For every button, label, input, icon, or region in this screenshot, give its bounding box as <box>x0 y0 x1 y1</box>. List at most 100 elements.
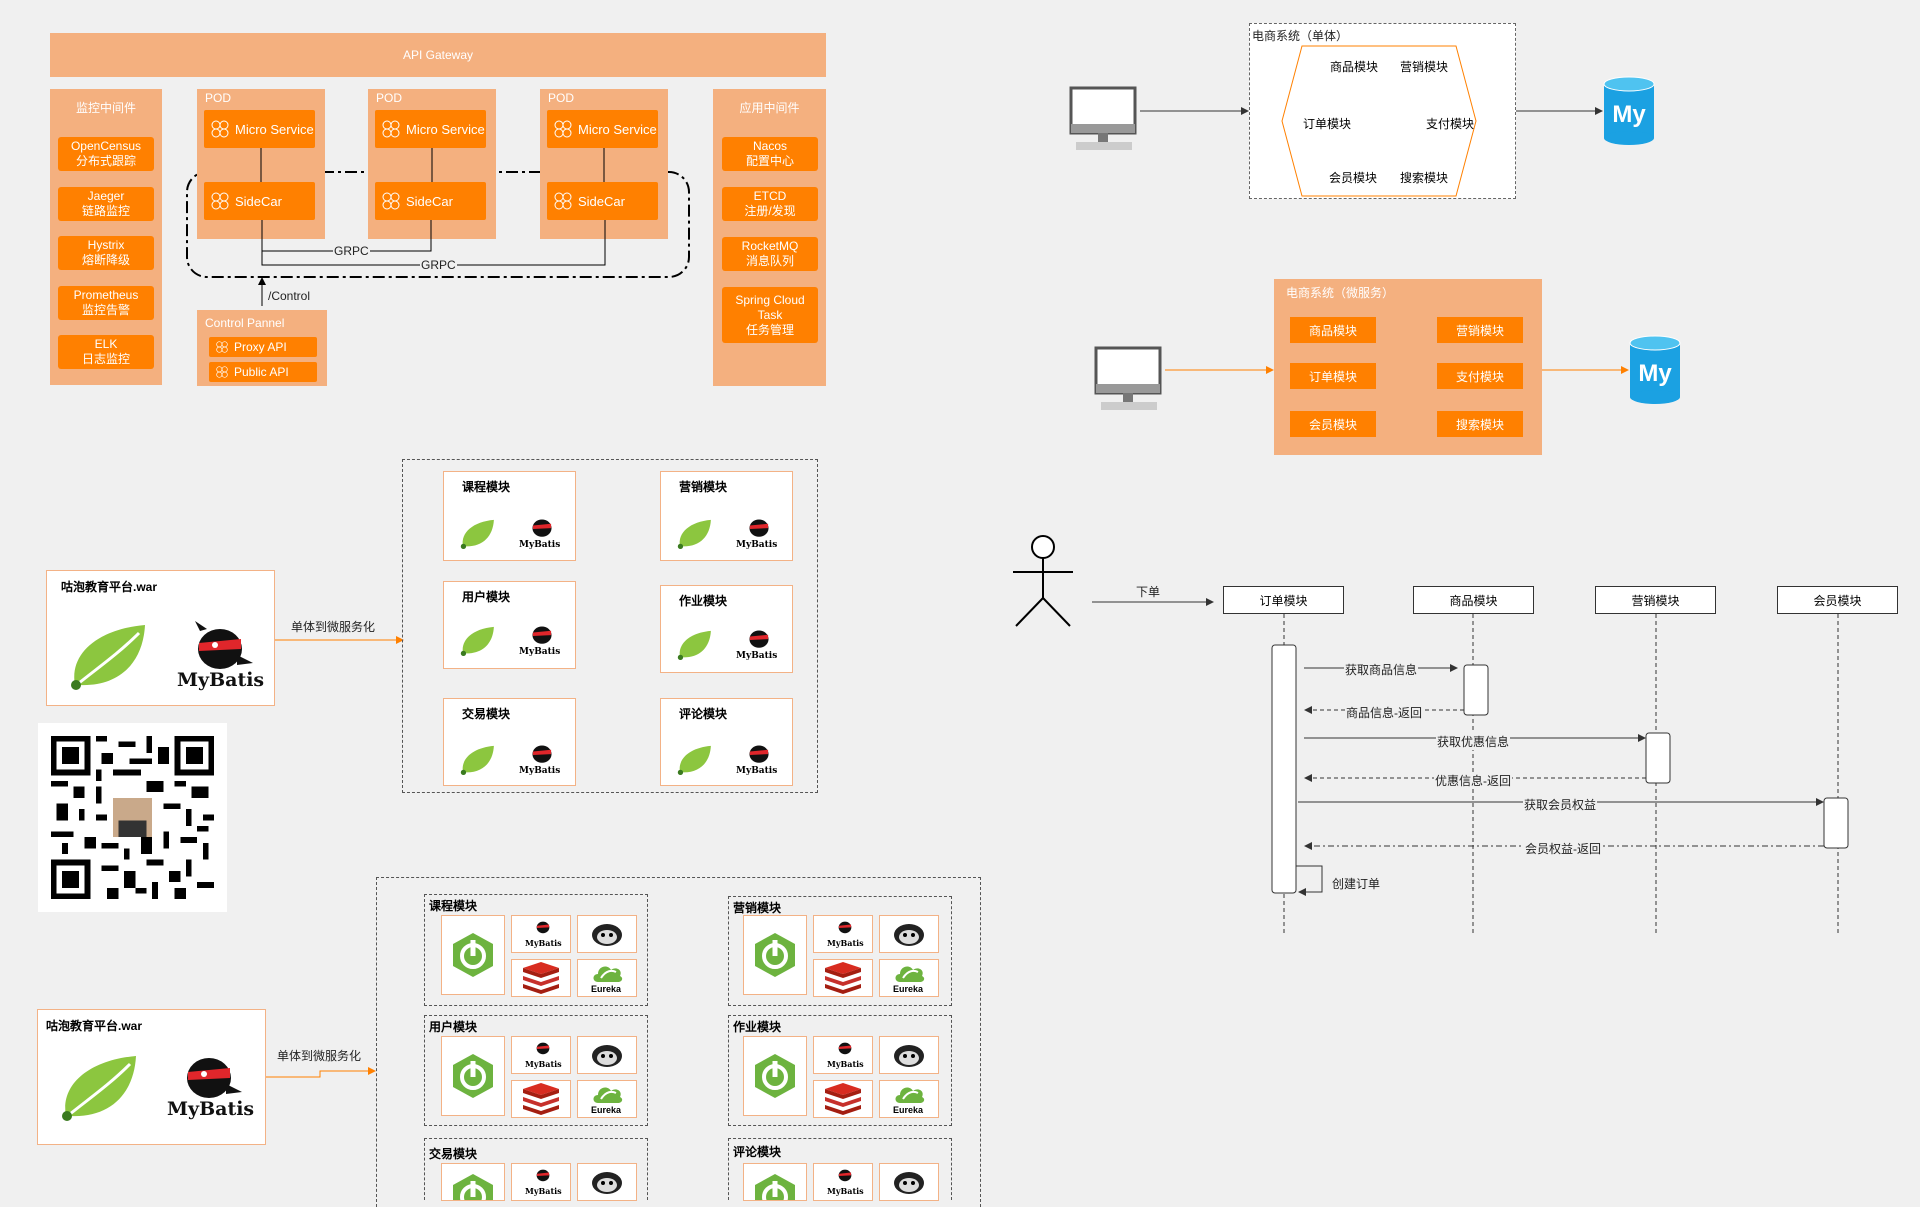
sequence-message: 获取商品信息 <box>1344 661 1419 678</box>
service-icon <box>554 120 572 138</box>
participant-box: 营销模块 <box>1595 586 1716 614</box>
service-icon <box>382 192 400 210</box>
grpc-label-2: GRPC <box>420 258 457 272</box>
module-card: 营销模块 MyBatis Eureka <box>728 896 952 1006</box>
mybatis-wordmark: MyBatis <box>177 669 265 691</box>
redis-icon <box>523 962 559 994</box>
monolith-module: 支付模块 <box>1426 117 1475 131</box>
pod-2: POD Micro Service SideCar <box>368 89 496 239</box>
war-arrow-label: 单体到微服务化 <box>277 1049 362 1063</box>
spring-boot-icon <box>755 1054 795 1098</box>
spring-leaf-icon <box>677 745 711 775</box>
module-card: 作业模块 MyBatis Eureka <box>728 1015 952 1126</box>
qr-code <box>38 723 227 912</box>
monolith-system: 电商系统（单体） 商品模块 营销模块 订单模块 支付模块 会员模块 搜索模块 <box>1249 23 1516 199</box>
pod-1: POD Micro Service SideCar <box>197 89 325 239</box>
module-grid-2 <box>376 877 981 1207</box>
spring-leaf-icon <box>460 519 494 549</box>
spring-leaf-icon <box>71 625 145 690</box>
war-arrow-label: 单体到微服务化 <box>291 620 376 634</box>
module-card: 用户模块 MyBatis <box>443 581 576 669</box>
mybatis-logo-icon <box>536 921 550 934</box>
module-title: 用户模块 <box>429 1020 478 1034</box>
mybatis-logo-icon <box>532 626 552 644</box>
monolith-module: 订单模块 <box>1303 117 1352 131</box>
eureka-tile: Eureka <box>577 1080 637 1118</box>
proxy-api: Proxy API <box>209 337 317 357</box>
eureka-wordmark: Eureka <box>893 984 924 994</box>
eureka-wordmark: Eureka <box>591 984 622 994</box>
sequence-message: 创建订单 <box>1332 877 1381 891</box>
war-package: 咕泡教育平台.war MyBatis <box>37 1009 266 1145</box>
mybatis-logo-icon <box>532 745 552 763</box>
spring-boot-icon <box>755 933 795 977</box>
redis-tile <box>813 959 873 997</box>
module-title: 营销模块 <box>679 480 728 494</box>
micro-module: 商品模块 <box>1290 317 1376 343</box>
mybatis-logo-icon <box>749 519 769 537</box>
module-title: 课程模块 <box>429 899 478 913</box>
micro-module: 支付模块 <box>1437 363 1523 389</box>
monolith-module: 营销模块 <box>1400 60 1449 74</box>
hystrix-tile <box>577 1036 637 1074</box>
eureka-cloud-icon <box>895 1087 925 1103</box>
hystrix-tile <box>879 1036 939 1074</box>
service-icon <box>211 192 229 210</box>
control-panel-title: Control Pannel <box>205 316 285 330</box>
hystrix-tile <box>879 1163 939 1201</box>
service-icon <box>216 341 228 353</box>
service-icon <box>216 366 228 378</box>
eureka-tile: Eureka <box>879 959 939 997</box>
app-mw-title: 应用中间件 <box>739 101 800 115</box>
monolith-title: 电商系统（单体） <box>1252 29 1349 43</box>
eureka-tile: Eureka <box>577 959 637 997</box>
mybatis-wordmark: MyBatis <box>525 1186 562 1196</box>
module-card: 课程模块 MyBatis <box>443 471 576 561</box>
public-api: Public API <box>209 362 317 382</box>
participant-box: 会员模块 <box>1777 586 1898 614</box>
spring-leaf-icon <box>677 519 711 549</box>
monolith-module: 搜索模块 <box>1400 171 1449 185</box>
redis-icon <box>825 962 861 994</box>
participant-box: 订单模块 <box>1223 586 1344 614</box>
micro-module: 营销模块 <box>1437 317 1523 343</box>
mysql-icon: My <box>1629 335 1681 404</box>
mybatis-wordmark: MyBatis <box>736 651 778 661</box>
hystrix-hedgehog-icon <box>592 1045 622 1067</box>
micro-system: 电商系统（微服务） 商品模块 营销模块 订单模块 支付模块 会员模块 搜索模块 <box>1274 279 1542 455</box>
monolith-module: 商品模块 <box>1330 60 1379 74</box>
micro-service: Micro Service <box>547 110 658 148</box>
module-title: 课程模块 <box>462 480 511 494</box>
mybatis-wordmark: MyBatis <box>167 1098 255 1120</box>
control-label: /Control <box>268 289 311 303</box>
module-card: 评论模块 MyBatis <box>728 1138 952 1201</box>
mybatis-logo-icon <box>838 1169 852 1182</box>
spring-boot-icon <box>453 1174 493 1200</box>
redis-tile <box>511 959 571 997</box>
mybatis-wordmark: MyBatis <box>519 766 561 776</box>
module-title: 交易模块 <box>462 707 511 721</box>
spring-leaf-icon <box>460 626 494 656</box>
war-title: 咕泡教育平台.war <box>61 580 158 594</box>
spring-boot-tile <box>441 1036 505 1116</box>
spring-boot-icon <box>453 933 493 977</box>
sequence-message: 商品信息-返回 <box>1345 704 1423 721</box>
mybatis-logo-icon <box>838 1042 852 1055</box>
service-icon <box>382 120 400 138</box>
mybatis-tile: MyBatis <box>511 1036 571 1074</box>
module-card: 作业模块 MyBatis <box>660 585 793 673</box>
sidecar: SideCar <box>204 182 315 220</box>
mysql-label: My <box>1612 101 1646 128</box>
mybatis-wordmark: MyBatis <box>525 1059 562 1069</box>
module-title: 评论模块 <box>679 707 728 721</box>
eureka-wordmark: Eureka <box>893 1105 924 1115</box>
sequence-message: 获取会员权益 <box>1523 796 1598 813</box>
